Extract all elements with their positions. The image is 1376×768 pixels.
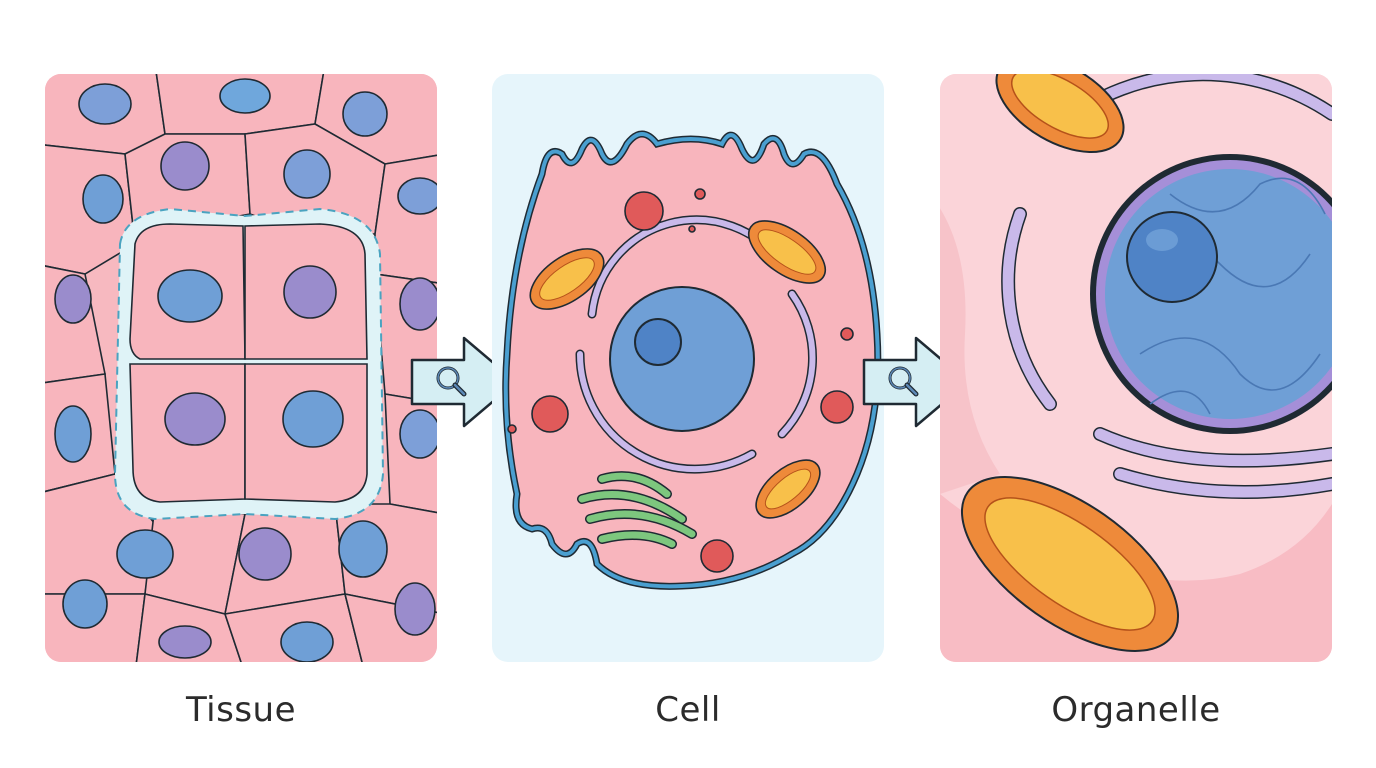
organelle-illustration: [940, 74, 1332, 662]
tissue-illustration: [45, 74, 437, 662]
organelle-label: Organelle: [1051, 690, 1221, 730]
cell-label: Cell: [655, 690, 721, 730]
organelle-panel: [940, 74, 1332, 662]
tissue-panel: [45, 74, 437, 662]
tissue-label: Tissue: [185, 690, 297, 730]
magnifier-icon: [436, 366, 467, 397]
magnifier-icon: [888, 366, 919, 397]
cell-illustration: [502, 130, 882, 590]
cell-panel: [492, 74, 884, 662]
zoom-arrow-tissue-to-cell: [408, 334, 524, 430]
